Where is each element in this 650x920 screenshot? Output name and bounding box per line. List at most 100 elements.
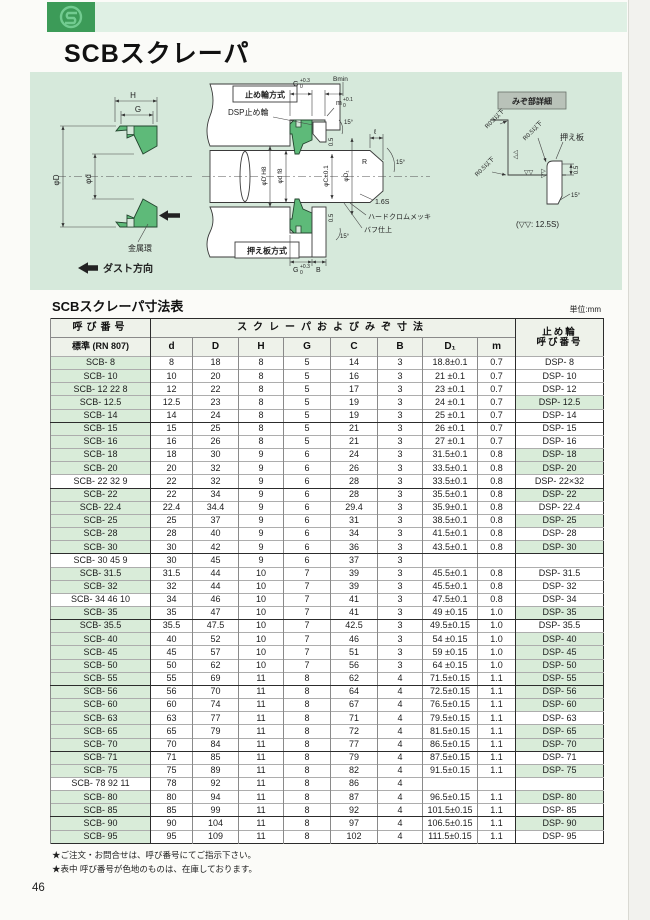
dim-d-cell: 30 (192, 448, 239, 462)
dim-d-cell: 69 (192, 671, 239, 686)
dim-h-cell: 9 (238, 513, 284, 528)
dim-c-cell: 28 (330, 487, 378, 502)
dim-c-cell: 97 (330, 816, 378, 831)
dim-g-cell: 8 (283, 737, 331, 752)
dim-d-cell: 8 (150, 355, 193, 370)
dim-m-cell: 1.1 (476, 829, 516, 844)
ring-number-cell: DSP- 30 (515, 540, 604, 555)
dim-d-cell: 12 (150, 382, 193, 396)
dim-g-cell: 6 (283, 474, 331, 489)
dim-g-cell: 8 (283, 750, 331, 765)
dim-d-cell: 42 (192, 540, 239, 555)
dim-d-cell: 40 (150, 632, 193, 646)
dim-d-cell: 12.5 (150, 395, 193, 410)
header-dim-D: D (192, 337, 239, 357)
ring-number-cell: DSP- 22.4 (515, 500, 604, 515)
dim-d1-cell: 33.5±0.1 (422, 461, 478, 475)
dim-d1-cell: 43.5±0.1 (422, 540, 478, 555)
dim-g-cell: 8 (283, 763, 331, 778)
page-number: 46 (32, 882, 45, 894)
dim-b-cell: 4 (377, 724, 423, 739)
dim-h-cell: 10 (238, 658, 284, 673)
dim-m-cell: 0.8 (476, 448, 516, 462)
dim-g-cell: 8 (283, 790, 331, 804)
header-dim-C: C (330, 337, 378, 357)
dim-d-cell: 109 (192, 829, 239, 844)
dim-d-cell: 30 (150, 553, 193, 567)
dim-d-cell: 10 (150, 369, 193, 383)
dim-m-cell: 0.8 (476, 527, 516, 541)
part-number-cell: SCB- 56 (50, 684, 151, 699)
dim-b-cell: 3 (377, 461, 423, 475)
dim-b-cell: 3 (377, 553, 423, 567)
dim-d-cell: 34.4 (192, 500, 239, 515)
dim-h-cell: 11 (238, 724, 284, 739)
dim-g-cell: 8 (283, 816, 331, 831)
dim-b-cell: 3 (377, 540, 423, 555)
ring-number-cell: DSP- 20 (515, 461, 604, 475)
dim-m-tol-upper: +0.1 (343, 97, 353, 103)
dim-m-cell: 1.1 (476, 711, 516, 725)
dim-m-cell: 0.8 (476, 487, 516, 502)
dim-h-cell: 8 (238, 355, 284, 370)
part-number-cell: SCB- 25 (50, 513, 151, 528)
ring-number-cell: DSP- 22×32 (515, 474, 604, 489)
dim-d-cell: 71 (150, 750, 193, 765)
dim-phi-d-outer-label: φD (52, 174, 61, 185)
dim-d1-cell: 49.5±0.15 (422, 619, 478, 633)
dim-d-cell: 92 (192, 776, 239, 791)
dim-h-cell: 9 (238, 448, 284, 462)
dim-g-cell: 6 (283, 553, 331, 567)
dim-h-cell: 8 (238, 408, 284, 423)
dim-d-cell: 35 (150, 605, 193, 621)
dim-b-cell: 3 (377, 513, 423, 528)
dim-g-cell: 5 (283, 421, 331, 436)
dim-h-cell: 11 (238, 776, 284, 791)
dim-c-cell: 37 (330, 553, 378, 567)
ring-number-cell: DSP- 50 (515, 658, 604, 673)
dim-b-cell: 3 (377, 434, 423, 449)
dim-h-cell: 10 (238, 579, 284, 594)
part-number-cell: SCB- 28 (50, 527, 151, 541)
dim-d-cell: 32 (192, 461, 239, 475)
brand-logo (47, 2, 95, 32)
dim-d-cell: 84 (192, 737, 239, 752)
dim-c-cell: 39 (330, 579, 378, 594)
dim-c-cell: 19 (330, 408, 378, 423)
ring-number-cell: DSP- 80 (515, 790, 604, 804)
dim-d-cell: 44 (192, 566, 239, 581)
dim-g-bottom-tol-lower: 0 (300, 270, 303, 276)
dim-05-bottom-label: 0.5 (329, 213, 335, 222)
dim-h-cell: 8 (238, 421, 284, 436)
part-number-cell: SCB- 20 (50, 461, 151, 475)
ring-number-cell: DSP- 16 (515, 434, 604, 449)
part-number-cell: SCB- 70 (50, 737, 151, 752)
plate-label: 押え板 (560, 132, 584, 142)
dim-g-cell: 7 (283, 592, 331, 607)
ring-number-cell: DSP- 60 (515, 698, 604, 712)
dim-d-cell: 14 (150, 408, 193, 423)
dim-c-cell: 21 (330, 421, 378, 436)
dim-b-cell: 3 (377, 408, 423, 423)
dim-c-cell: 87 (330, 790, 378, 804)
ring-number-cell: DSP- 34 (515, 592, 604, 607)
dim-bmin-label: Bmin (333, 76, 348, 83)
dim-d1-cell (422, 553, 478, 567)
dim-h-cell: 9 (238, 487, 284, 502)
dim-b-cell: 3 (377, 645, 423, 660)
dim-d1-cell: 76.5±0.15 (422, 698, 478, 712)
dim-m-cell: 1.0 (476, 619, 516, 633)
dim-d-cell: 78 (150, 776, 193, 791)
dim-b-cell: 4 (377, 803, 423, 818)
dim-g-cell: 6 (283, 527, 331, 541)
surface-16s-label: 1.6S (375, 199, 390, 206)
dim-d-cell: 20 (192, 369, 239, 383)
dim-b-cell: 3 (377, 619, 423, 633)
